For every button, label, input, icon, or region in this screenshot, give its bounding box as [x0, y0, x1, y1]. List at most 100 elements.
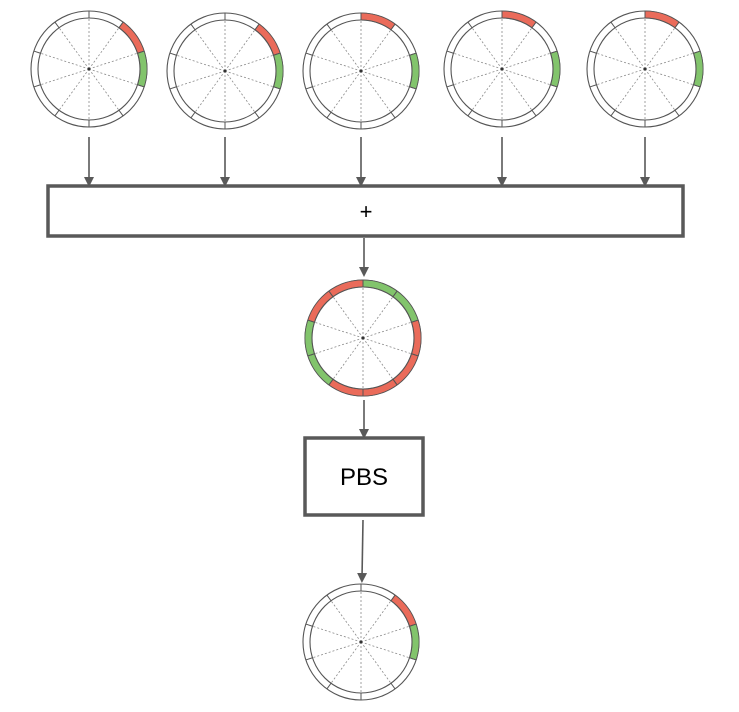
- wheel-spoke: [360, 626, 409, 643]
- wheel-spoke: [331, 30, 362, 72]
- wheel-spoke: [360, 70, 409, 87]
- wheel-spoke: [644, 68, 675, 110]
- wheel-divider: [305, 52, 313, 56]
- sum-box: [46, 184, 685, 238]
- wheel-divider: [589, 50, 597, 54]
- wheel-divider: [254, 111, 260, 119]
- wheel-spoke: [501, 53, 550, 70]
- sum-wheel: [304, 279, 422, 397]
- wheel-divider: [411, 319, 419, 323]
- wheel-divider: [392, 378, 398, 386]
- wheel-divider: [328, 378, 334, 386]
- wheel-divider: [137, 50, 145, 54]
- wheel-spoke: [362, 322, 411, 339]
- wheel-spoke: [644, 53, 693, 70]
- wheel-divider: [531, 109, 537, 117]
- wheel-spoke: [59, 28, 90, 70]
- wheel-spoke: [360, 55, 409, 72]
- wheel-center-dot: [643, 67, 647, 71]
- wheel-divider: [390, 111, 396, 119]
- wheel-divider: [610, 21, 616, 29]
- wheel-divider: [390, 682, 396, 690]
- wheel-spoke: [472, 28, 503, 70]
- wheel-divider: [54, 109, 60, 117]
- wheel-spoke: [360, 641, 391, 683]
- wheel-center-dot: [359, 69, 363, 73]
- wheel-spoke: [41, 53, 90, 70]
- wheel-spoke: [313, 55, 362, 72]
- wheel-spoke: [501, 68, 550, 85]
- wheel-divider: [390, 23, 396, 31]
- wheel-spoke: [333, 297, 364, 339]
- input-wheel: [302, 12, 420, 130]
- wheel-spoke: [454, 53, 503, 70]
- wheel-divider: [190, 111, 196, 119]
- wheel-spoke: [615, 68, 646, 110]
- wheel-spoke: [88, 28, 119, 70]
- wheel-spoke: [331, 641, 362, 683]
- wheel-spoke: [177, 70, 226, 87]
- wheel-spoke: [597, 53, 646, 70]
- wheel-divider: [118, 109, 124, 117]
- wheel-divider: [467, 21, 473, 29]
- wheel-divider: [254, 23, 260, 31]
- wheel-divider: [392, 290, 398, 298]
- input-wheel: [443, 10, 561, 128]
- wheel-spoke: [224, 70, 255, 112]
- wheel-spoke: [195, 30, 226, 72]
- wheel-divider: [550, 50, 558, 54]
- wheel-divider: [273, 86, 281, 90]
- wheel-divider: [54, 21, 60, 29]
- wheel-spoke: [313, 70, 362, 87]
- pbs-box-label: PBS: [340, 464, 388, 491]
- wheel-spoke: [644, 28, 675, 70]
- wheel-divider: [33, 84, 41, 88]
- wheel-spoke: [224, 55, 273, 72]
- wheel-spoke: [362, 337, 411, 354]
- wheel-spoke: [331, 70, 362, 112]
- wheel-spoke: [88, 53, 137, 70]
- wheel-divider: [409, 657, 417, 661]
- wheel-divider: [390, 594, 396, 602]
- wheel-divider: [409, 623, 417, 627]
- wheel-center-dot: [361, 336, 365, 340]
- wheel-divider: [589, 84, 597, 88]
- wheel-divider: [326, 682, 332, 690]
- wheel-divider: [190, 23, 196, 31]
- input-wheel: [30, 10, 148, 128]
- output-wheel: [302, 583, 420, 701]
- wheel-divider: [328, 290, 334, 298]
- wheel-spoke: [360, 641, 409, 658]
- wheel-divider: [531, 21, 537, 29]
- wheel-divider: [137, 84, 145, 88]
- wheel-center-dot: [359, 640, 363, 644]
- wheel-spoke: [360, 601, 391, 643]
- wheel-divider: [307, 319, 315, 323]
- wheel-spoke: [362, 297, 393, 339]
- wheel-spoke: [224, 70, 273, 87]
- wheel-divider: [326, 594, 332, 602]
- wheel-divider: [307, 353, 315, 357]
- wheel-spoke: [313, 626, 362, 643]
- wheel-spoke: [195, 70, 226, 112]
- wheel-spoke: [360, 30, 391, 72]
- input-wheel: [586, 10, 704, 128]
- wheel-divider: [326, 111, 332, 119]
- wheel-spoke: [315, 322, 364, 339]
- wheel-spoke: [177, 55, 226, 72]
- wheel-spoke: [88, 68, 119, 110]
- wheel-spoke: [41, 68, 90, 85]
- sum-box-label: +: [360, 199, 373, 224]
- wheel-spoke: [362, 337, 393, 379]
- wheel-spoke: [313, 641, 362, 658]
- wheel-spoke: [597, 68, 646, 85]
- wheel-spoke: [644, 68, 693, 85]
- wheel-divider: [467, 109, 473, 117]
- wheel-divider: [409, 86, 417, 90]
- wheel-center-dot: [87, 67, 91, 71]
- wheel-divider: [33, 50, 41, 54]
- wheel-divider: [674, 21, 680, 29]
- wheel-divider: [273, 52, 281, 56]
- wheel-divider: [305, 86, 313, 90]
